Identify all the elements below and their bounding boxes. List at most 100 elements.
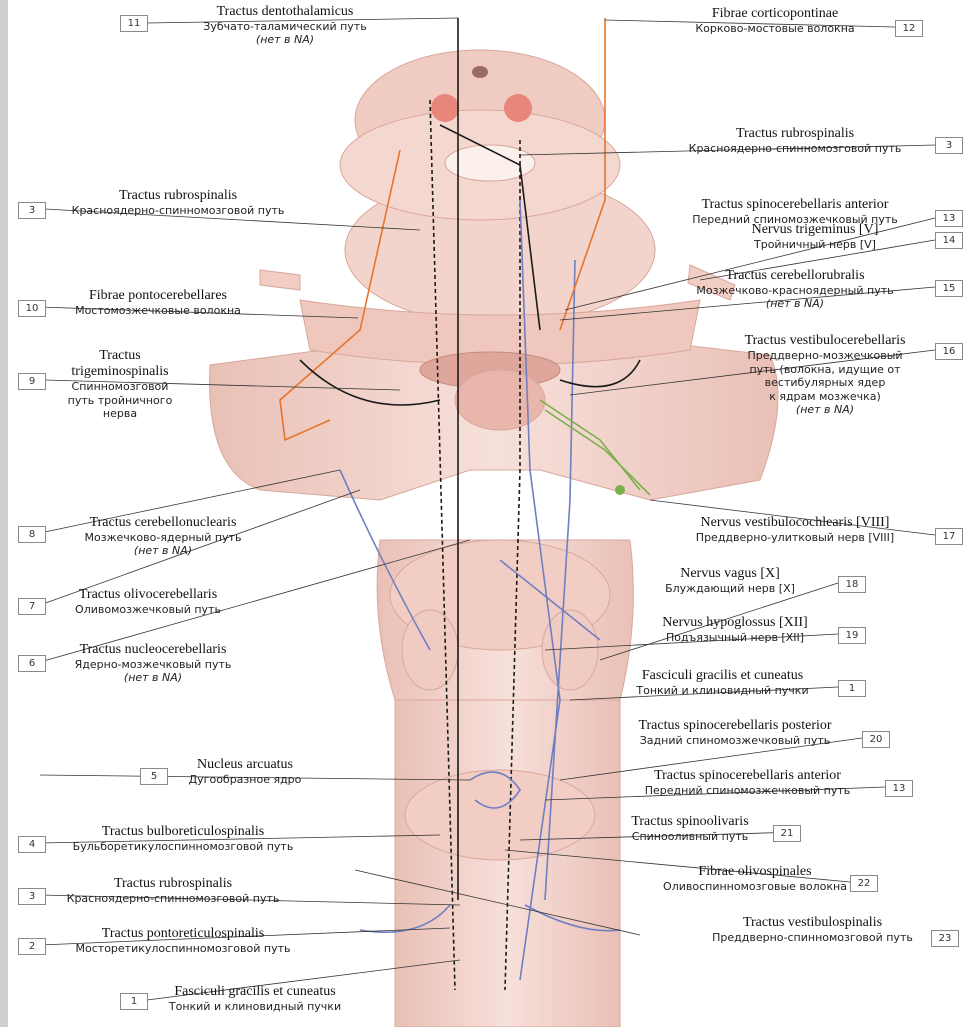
num-box-8: 8 (18, 526, 46, 543)
label-4-russian: Бульборетикулоспинномозговой путь (48, 841, 318, 854)
label-3b-latin: Tractus rubrospinalis (48, 876, 298, 892)
num-box-21: 21 (773, 825, 801, 842)
label-vagus: Nervus vagus [X] Блуждающий нерв [X] (630, 566, 830, 596)
label-17-russian: Преддверно-улитковый нерв [VIII] (660, 532, 930, 545)
label-11-russian: Зубчато-таламический путь (150, 21, 420, 34)
label-1b-russian: Тонкий и клиновидный пучки (150, 1001, 360, 1014)
label-6-latin: Tractus nucleocerebellaris (48, 642, 258, 658)
label-3l-russian: Красноядерно-спинномозговой путь (48, 205, 308, 218)
label-3b-russian: Красноядерно-спинномозговой путь (48, 893, 298, 906)
label-hypoglossus: Nervus hypoglossus [XII] Подъязычный нер… (640, 615, 830, 645)
num-box-2: 2 (18, 938, 46, 955)
label-8-note: (нет в NA) (48, 545, 278, 558)
num-box-4: 4 (18, 836, 46, 853)
label-19-latin: Nervus hypoglossus [XII] (640, 615, 830, 631)
num-box-23: 23 (931, 930, 959, 947)
label-6-russian: Ядерно-мозжечковый путь (48, 659, 258, 672)
label-vestibulospinalis: Tractus vestibulospinalis Преддверно-спи… (695, 915, 930, 945)
label-3r-latin: Tractus rubrospinalis (660, 126, 930, 142)
label-nucleocerebellaris: Tractus nucleocerebellaris Ядерно-мозжеч… (48, 642, 258, 684)
label-15-note: (нет в NA) (660, 298, 930, 311)
label-8-latin: Tractus cerebellonuclearis (48, 515, 278, 531)
label-14-russian: Тройничный нерв [V] (700, 239, 930, 252)
num-box-19: 19 (838, 627, 866, 644)
num-box-20: 20 (862, 731, 890, 748)
label-21-latin: Tractus spinoolivaris (610, 814, 770, 830)
num-box-18: 18 (838, 576, 866, 593)
num-box-6: 6 (18, 655, 46, 672)
label-15-russian: Мозжечково-красноядерный путь (660, 285, 930, 298)
label-cerebellonuclearis: Tractus cerebellonuclearis Мозжечково-яд… (48, 515, 278, 557)
label-19-russian: Подъязычный нерв [XII] (640, 632, 830, 645)
label-17-latin: Nervus vestibulocochlearis [VIII] (660, 515, 930, 531)
num-box-3-right: 3 (935, 137, 963, 154)
num-box-13-bottom: 13 (885, 780, 913, 797)
label-18-latin: Nervus vagus [X] (630, 566, 830, 582)
label-3r-russian: Красноядерно-спинномозговой путь (660, 143, 930, 156)
label-7-russian: Оливомозжечковый путь (48, 604, 248, 617)
label-20-latin: Tractus spinocerebellaris posterior (610, 718, 860, 734)
label-21-russian: Спинооливный путь (610, 831, 770, 844)
red-nucleus-right (504, 94, 532, 122)
fourth-ventricle-floor (455, 370, 545, 430)
label-4-latin: Tractus bulboreticulospinalis (48, 824, 318, 840)
label-13b-latin: Tractus spinocerebellaris anterior (615, 768, 880, 784)
label-spinocerebellaris-posterior: Tractus spinocerebellaris posterior Задн… (610, 718, 860, 748)
num-box-11: 11 (120, 15, 148, 32)
medulla-section-lower (405, 770, 595, 860)
label-22-russian: Оливоспинномозговые волокна (660, 881, 850, 894)
num-box-1-right: 1 (838, 680, 866, 697)
num-box-15: 15 (935, 280, 963, 297)
label-22-latin: Fibrae olivospinales (660, 864, 850, 880)
num-box-5: 5 (140, 768, 168, 785)
label-rubrospinalis-left: Tractus rubrospinalis Красноядерно-спинн… (48, 188, 308, 218)
label-14-latin: Nervus trigeminus [V] (700, 222, 930, 238)
label-10-latin: Fibrae pontocerebellares (48, 288, 268, 304)
num-box-13-top: 13 (935, 210, 963, 227)
label-vestibulocochlearis: Nervus vestibulocochlearis [VIII] Преддв… (660, 515, 930, 545)
label-spinocerebellaris-anterior-bottom: Tractus spinocerebellaris anterior Перед… (615, 768, 880, 798)
num-box-7: 7 (18, 598, 46, 615)
label-9-russian-1: Спинномозговой (50, 381, 190, 394)
label-16-russian-3: вестибулярных ядер (720, 377, 930, 390)
label-23-latin: Tractus vestibulospinalis (695, 915, 930, 931)
label-10-russian: Мостомозжечковые волокна (48, 305, 268, 318)
num-box-16: 16 (935, 343, 963, 360)
label-cerebellorubralis: Tractus cerebellorubralis Мозжечково-кра… (660, 268, 930, 310)
label-arcuatus: Nucleus arcuatus Дугообразное ядро (170, 757, 320, 787)
label-15-latin: Tractus cerebellorubralis (660, 268, 930, 284)
label-spinoolivaris: Tractus spinoolivaris Спинооливный путь (610, 814, 770, 844)
num-box-22: 22 (850, 875, 878, 892)
label-rubrospinalis-right: Tractus rubrospinalis Красноядерно-спинн… (660, 126, 930, 156)
label-16-russian-4: к ядрам мозжечка) (720, 391, 930, 404)
label-olivocerebellaris: Tractus olivocerebellaris Оливомозжечков… (48, 587, 248, 617)
num-box-1-bottom: 1 (120, 993, 148, 1010)
label-1b-latin: Fasciculi gracilis et cuneatus (150, 984, 360, 1000)
label-13a-latin: Tractus spinocerebellaris anterior (660, 197, 930, 213)
label-3l-latin: Tractus rubrospinalis (48, 188, 308, 204)
label-9-russian-3: нерва (50, 408, 190, 421)
trigeminal-nerve-left (260, 270, 300, 290)
num-box-9: 9 (18, 373, 46, 390)
num-box-3-bottom: 3 (18, 888, 46, 905)
label-dentothalamicus: Tractus dentothalamicus Зубчато-таламиче… (150, 4, 420, 46)
label-11-note: (нет в NA) (150, 34, 420, 47)
label-6-note: (нет в NA) (48, 672, 258, 685)
label-corticopontinae: Fibrae corticopontinae Корково-мостовые … (660, 6, 890, 36)
label-18-russian: Блуждающий нерв [X] (630, 583, 830, 596)
label-16-russian-2: путь (волокна, идущие от (720, 364, 930, 377)
label-rubrospinalis-bottom: Tractus rubrospinalis Красноядерно-спинн… (48, 876, 298, 906)
label-8-russian: Мозжечково-ядерный путь (48, 532, 278, 545)
aqueduct (472, 66, 488, 78)
label-9-latin-2: trigeminospinalis (50, 364, 190, 380)
num-box-10: 10 (18, 300, 46, 317)
label-1r-russian: Тонкий и клиновидный пучки (610, 685, 835, 698)
label-16-latin: Tractus vestibulocerebellaris (720, 333, 930, 349)
num-box-14: 14 (935, 232, 963, 249)
label-gracilis-cuneatus-right: Fasciculi gracilis et cuneatus Тонкий и … (610, 668, 835, 698)
label-23-russian: Преддверно-спинномозговой путь (695, 932, 930, 945)
num-box-12: 12 (895, 20, 923, 37)
label-2-latin: Tractus pontoreticulospinalis (48, 926, 318, 942)
label-bulboreticulospinalis: Tractus bulboreticulospinalis Бульборети… (48, 824, 318, 854)
label-7-latin: Tractus olivocerebellaris (48, 587, 248, 603)
